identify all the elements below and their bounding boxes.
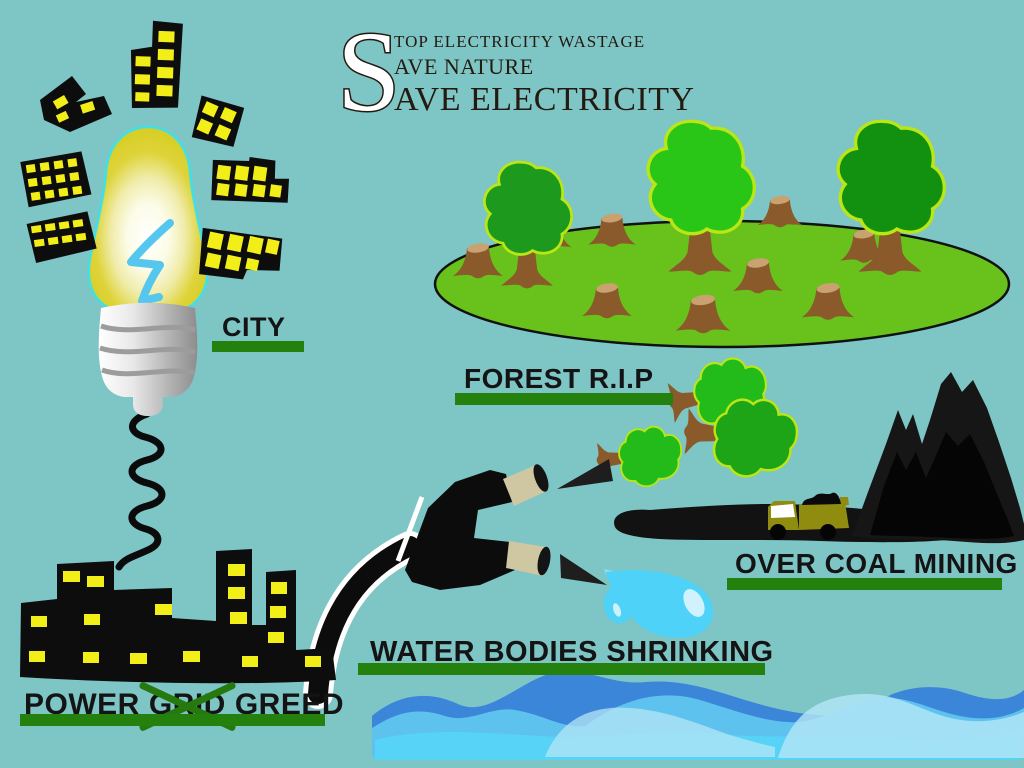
building-icon	[26, 211, 97, 264]
water-drops	[603, 569, 714, 638]
bulb-screw-base	[98, 302, 198, 416]
prong-tip-upper	[533, 464, 549, 492]
prong-tip-lower	[537, 546, 551, 576]
water-body-waves	[372, 671, 1024, 760]
drop-highlight	[683, 589, 705, 617]
building-icon	[191, 95, 245, 147]
stump-icon	[757, 194, 803, 228]
building-icon	[199, 227, 283, 280]
title-line-2: AVE NATURE	[394, 54, 534, 79]
building-icon	[130, 20, 183, 109]
underline-water	[358, 663, 765, 675]
underline-forest	[455, 393, 673, 405]
title-letter-s: S	[337, 24, 400, 122]
building-icon	[40, 76, 112, 132]
coal-mining-scene	[614, 372, 1024, 544]
light-bulb-icon	[87, 125, 209, 416]
city-skyline-icon	[20, 549, 336, 684]
title-big-letter: S	[336, 24, 400, 122]
base-grooves	[99, 323, 196, 377]
underline-coal	[727, 578, 1002, 590]
underline-city	[212, 341, 304, 352]
forest-scene	[433, 119, 1011, 349]
label-water-bodies-shrinking: WATER BODIES SHRINKING	[370, 636, 774, 668]
wave-icon	[778, 694, 1024, 758]
building-icon	[211, 157, 290, 203]
plug-prong-lower	[506, 541, 546, 576]
plug-icon	[405, 470, 515, 590]
suction-cone-icon	[560, 554, 607, 585]
bulb-ray-buildings	[20, 20, 290, 280]
water-drop-icon	[606, 570, 714, 638]
coal-truck-icon	[768, 492, 849, 540]
title-block: TOP ELECTRICITY WASTAGE AVE NATURE AVE E…	[394, 33, 695, 117]
lightning-bolt-icon	[127, 219, 174, 305]
squiggle-wire-icon	[115, 410, 166, 571]
label-over-coal-mining: OVER COAL MINING	[735, 548, 1018, 579]
drop-highlight	[612, 603, 622, 617]
label-city: CITY	[222, 312, 286, 342]
building-icon	[20, 151, 92, 208]
title-line-1: TOP ELECTRICITY WASTAGE	[394, 32, 646, 51]
wave-icon	[545, 707, 775, 757]
skyline-windows	[29, 564, 321, 667]
title-line-3: AVE ELECTRICITY	[394, 81, 695, 118]
suction-cone-icon	[557, 459, 613, 489]
label-forest-rip: FOREST R.I.P	[464, 363, 654, 394]
coal-mountain-icon	[852, 372, 1024, 544]
underline-power	[20, 714, 325, 726]
plug-joint-line	[395, 496, 425, 562]
